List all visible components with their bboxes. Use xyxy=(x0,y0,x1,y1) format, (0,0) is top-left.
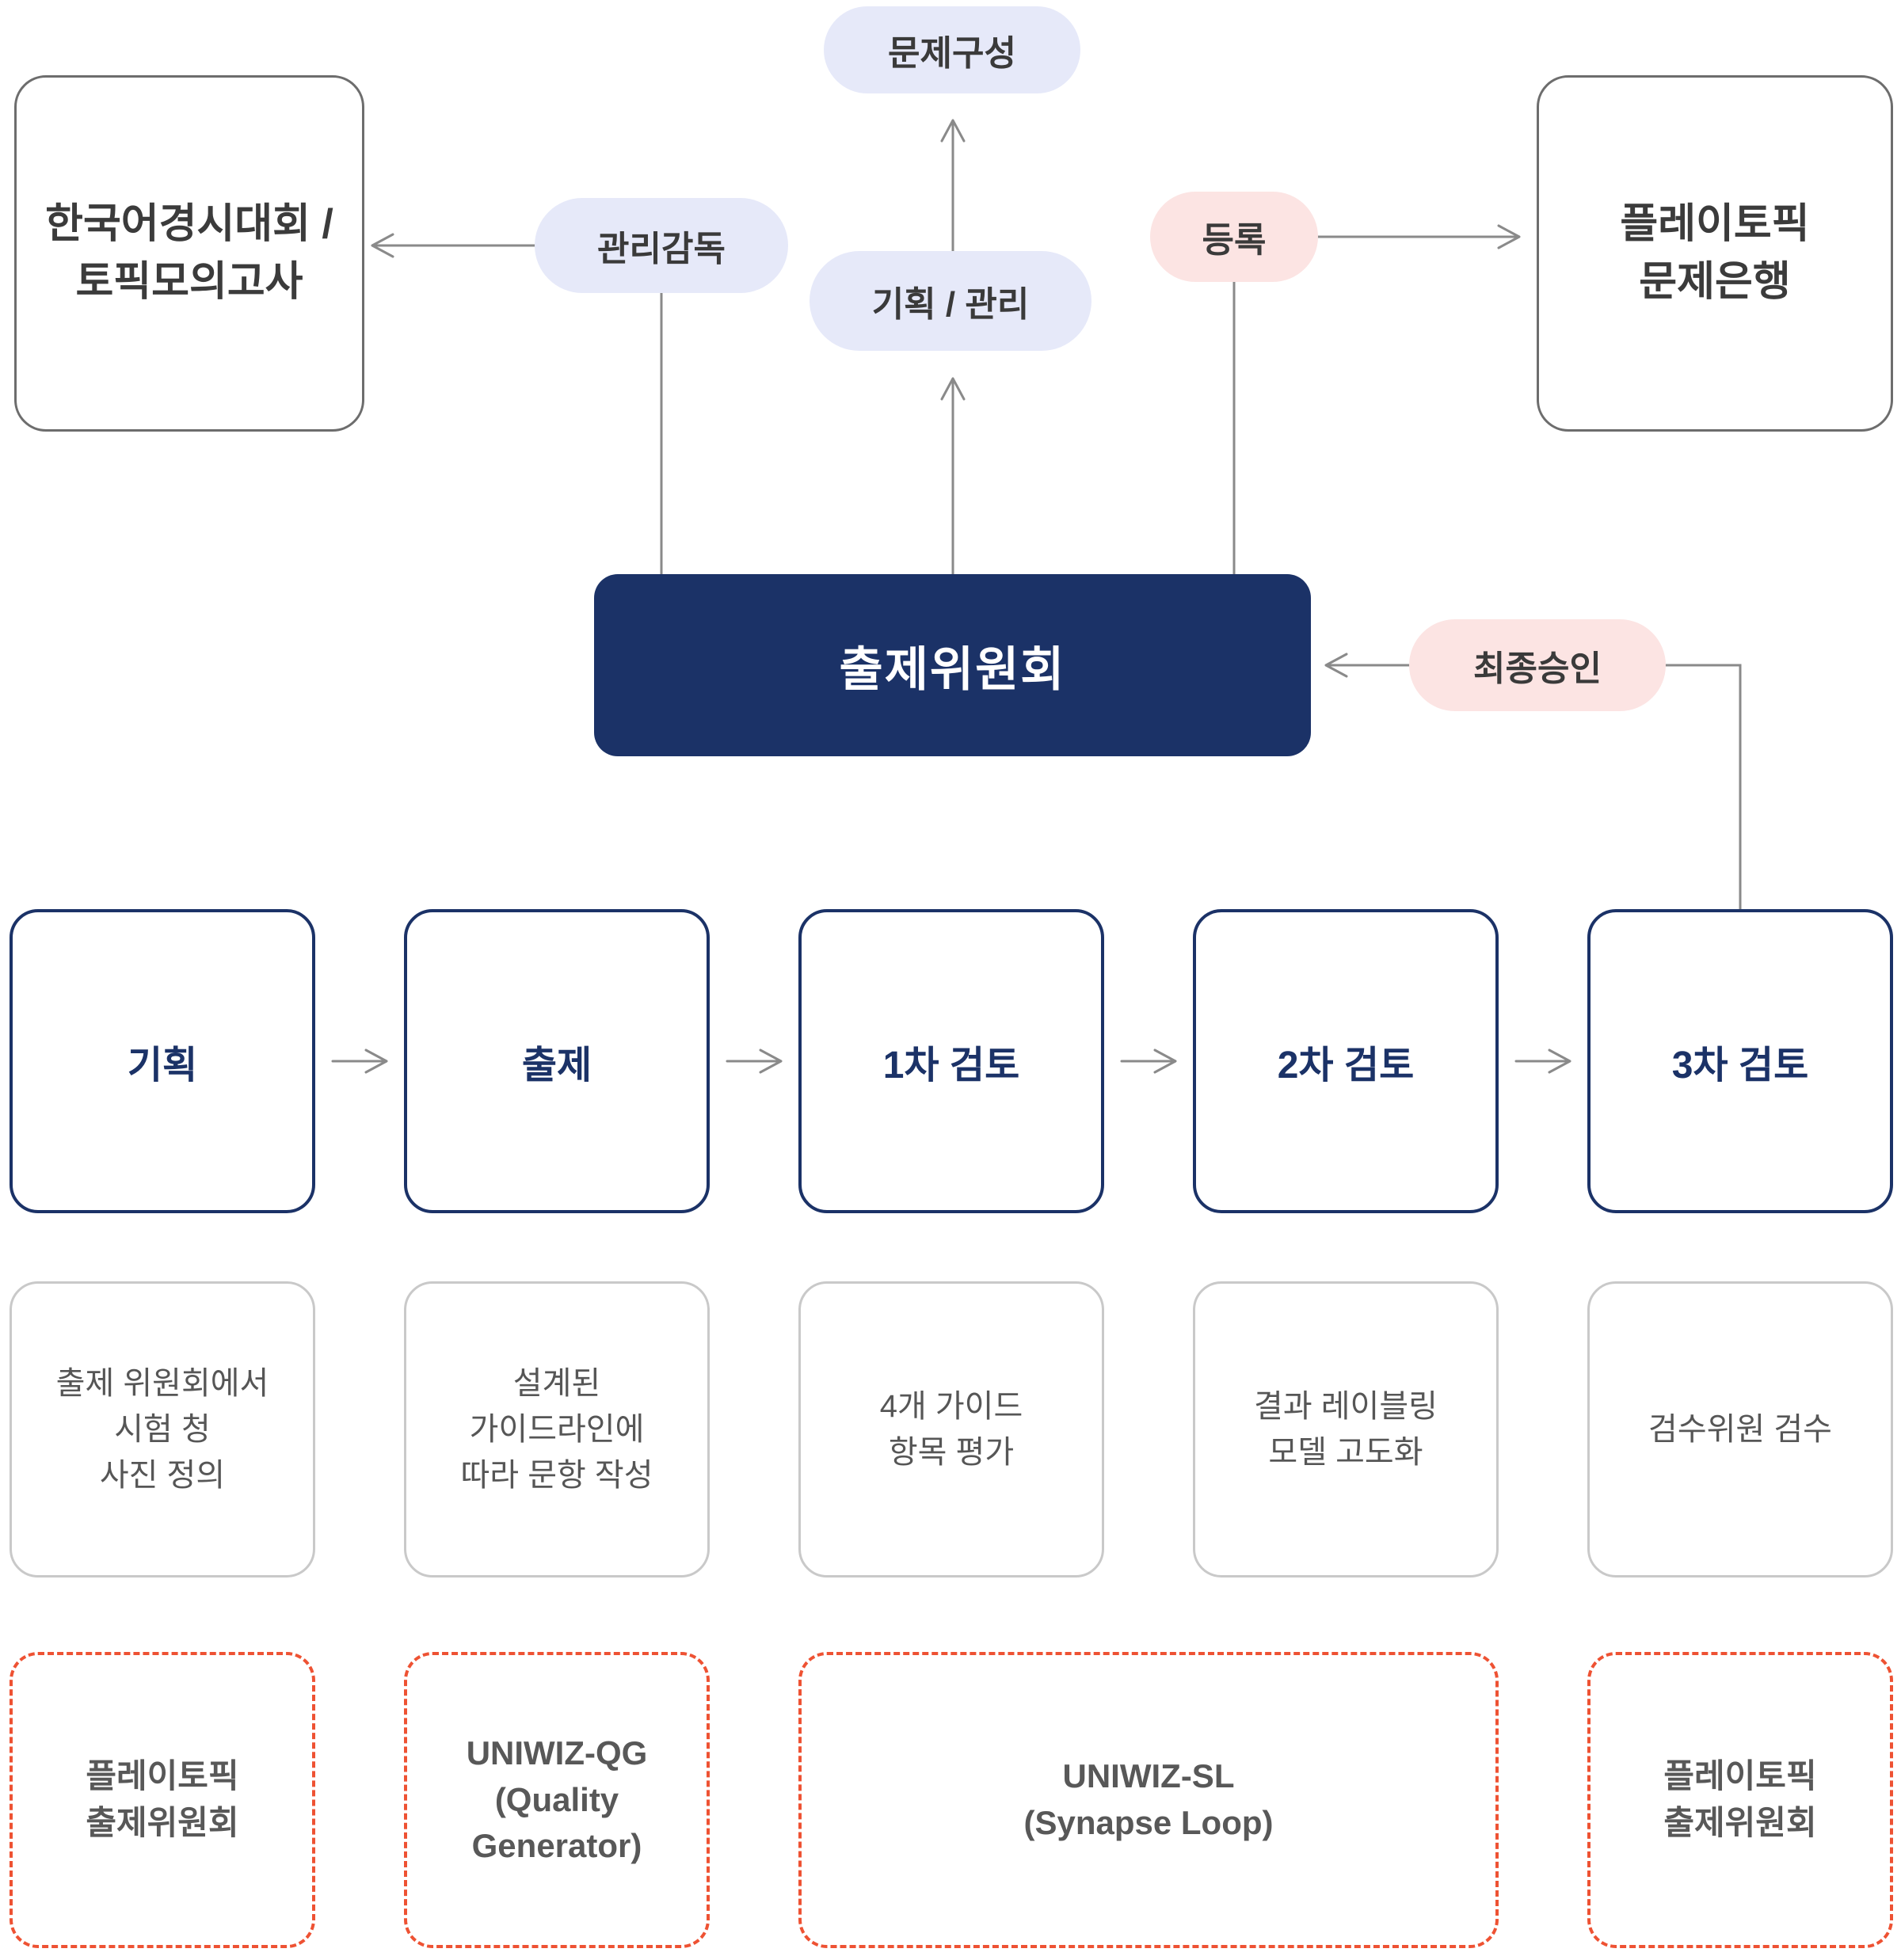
supervision-pill: 관리감독 xyxy=(535,198,788,293)
stage-box-planning: 기획 xyxy=(10,909,315,1213)
desc-box-planning: 출제 위원회에서 시험 청 사진 정의 xyxy=(10,1281,315,1578)
tool-box-uniwiz-sl: UNIWIZ-SL (Synapse Loop) xyxy=(798,1652,1499,1948)
planning-management-pill: 기획 / 관리 xyxy=(810,251,1091,351)
arrow-committee-to-planning xyxy=(940,377,966,576)
stage-box-review-3: 3차 검토 xyxy=(1587,909,1893,1213)
registration-pill: 등록 xyxy=(1150,192,1318,282)
arrow-supervision-to-left-box xyxy=(371,233,536,258)
desc-box-review-3: 검수위원 검수 xyxy=(1587,1281,1893,1578)
tool-box-uniwiz-qg: UNIWIZ-QG (Quality Generator) xyxy=(404,1652,710,1948)
problem-composition-pill: 문제구성 xyxy=(824,6,1080,93)
tool-box-playtopik-committee-2: 플레이토픽 출제위원회 xyxy=(1587,1652,1893,1948)
desc-box-review-2: 결과 레이블링 모델 고도화 xyxy=(1193,1281,1499,1578)
stage-box-authoring: 출제 xyxy=(404,909,710,1213)
stage-box-review-2: 2차 검토 xyxy=(1193,909,1499,1213)
korean-contest-box: 한국어경시대회 / 토픽모의고사 xyxy=(14,75,364,432)
playtopik-question-bank-box: 플레이토픽 문제은행 xyxy=(1537,75,1893,432)
arrow-planning-to-composition xyxy=(940,119,966,253)
arrow-stage4-to-stage5 xyxy=(1514,1049,1571,1074)
desc-box-authoring: 설계된 가이드라인에 따라 문항 작성 xyxy=(404,1281,710,1578)
arrow-stage1-to-stage2 xyxy=(331,1049,388,1074)
desc-box-review-1: 4개 가이드 항목 평가 xyxy=(798,1281,1104,1578)
arrow-stage2-to-stage3 xyxy=(726,1049,783,1074)
tool-box-playtopik-committee-1: 플레이토픽 출제위원회 xyxy=(10,1652,315,1948)
stage-box-review-1: 1차 검토 xyxy=(798,909,1104,1213)
arrow-registration-to-right-box xyxy=(1316,224,1521,249)
arrow-approval-to-committee xyxy=(1324,653,1411,678)
final-approval-pill: 최종승인 xyxy=(1409,619,1666,711)
line-approval-elbow-to-stage5 xyxy=(1664,664,1742,911)
committee-box: 출제위원회 xyxy=(594,574,1311,756)
arrow-stage3-to-stage4 xyxy=(1120,1049,1177,1074)
